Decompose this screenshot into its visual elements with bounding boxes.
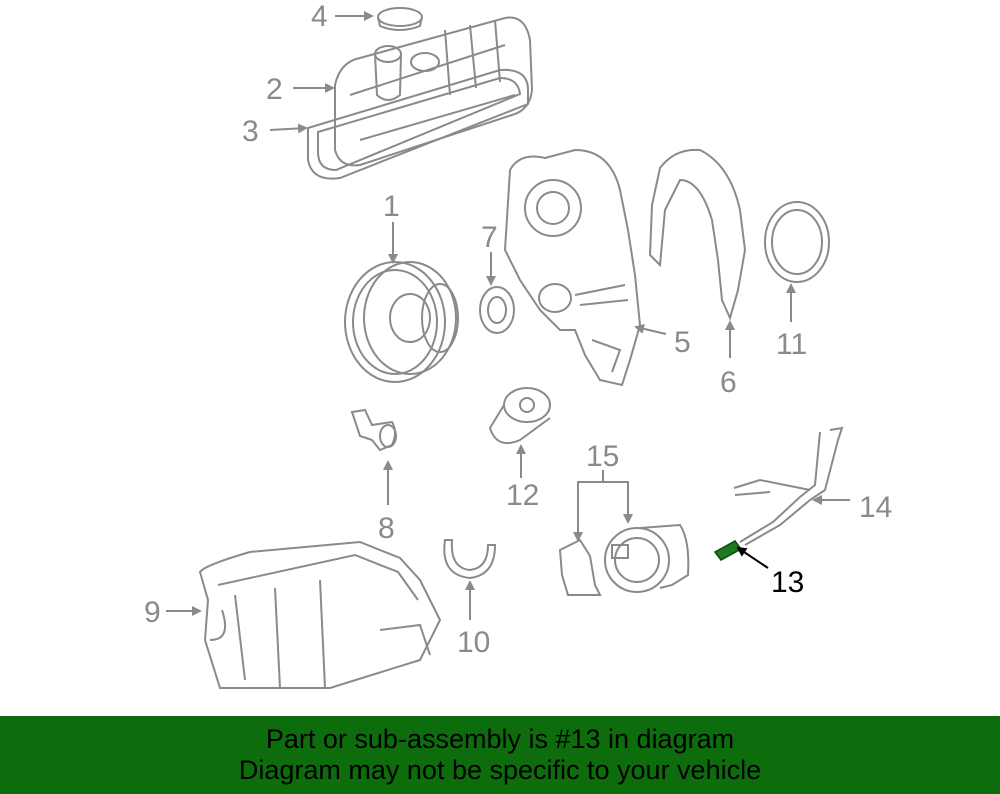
- dipstick-seal-highlight: [713, 540, 743, 561]
- callout-13-label: 13: [771, 566, 804, 599]
- callout-9-label: 9: [144, 596, 161, 629]
- callout-6: 6: [720, 320, 737, 399]
- valve-cover-gasket: [307, 68, 529, 180]
- callout-7: 7: [481, 221, 498, 286]
- callout-1: 1: [383, 190, 400, 264]
- oil-filter: [488, 387, 551, 444]
- oil-pressure-sensor: [350, 408, 397, 452]
- rear-main-seal: [443, 539, 497, 580]
- callout-12: 12: [506, 444, 539, 512]
- callout-2-label: 2: [266, 73, 283, 106]
- crankshaft-pulley: [344, 261, 459, 383]
- disclaimer-line-1: Part or sub-assembly is #13 in diagram: [265, 724, 735, 754]
- callout-5-label: 5: [674, 326, 691, 359]
- timing-cover: [503, 148, 642, 387]
- callout-8-label: 8: [378, 512, 395, 545]
- callout-10: 10: [457, 580, 490, 659]
- callout-10-label: 10: [457, 626, 490, 659]
- callout-13: 13: [736, 546, 804, 599]
- callout-15: 15: [573, 440, 633, 542]
- oil-filler-cap: [377, 7, 423, 31]
- callout-3: 3: [242, 115, 308, 148]
- callout-12-label: 12: [506, 479, 539, 512]
- callout-11: 11: [776, 283, 807, 361]
- callout-3-label: 3: [242, 115, 259, 148]
- callout-4-label: 4: [311, 0, 328, 33]
- crankshaft-seal: [764, 201, 830, 283]
- disclaimer-line-2: Diagram may not be specific to your vehi…: [238, 755, 762, 785]
- callout-9: 9: [144, 596, 202, 629]
- callout-4: 4: [311, 0, 374, 33]
- dipstick-tube: [733, 426, 844, 546]
- callout-7-label: 7: [481, 221, 498, 254]
- callout-14-label: 14: [859, 491, 892, 524]
- parts-diagram: 1 2 3 4 5 6 7 8 9 10 11 12: [144, 0, 892, 689]
- callout-1-label: 1: [383, 190, 400, 223]
- callout-11-label: 11: [776, 328, 807, 361]
- oil-pan: [198, 540, 442, 689]
- callout-15-label: 15: [586, 440, 619, 473]
- front-crank-seal: [479, 286, 515, 334]
- callout-5: 5: [634, 323, 691, 359]
- callout-6-label: 6: [720, 366, 737, 399]
- callout-2: 2: [266, 73, 335, 106]
- timing-cover-gasket: [648, 148, 747, 321]
- callout-14: 14: [812, 491, 892, 524]
- disclaimer-banner: Part or sub-assembly is #13 in diagram D…: [0, 716, 1000, 794]
- oil-pump: [558, 523, 690, 596]
- callout-8: 8: [378, 460, 395, 545]
- valve-cover: [334, 16, 534, 167]
